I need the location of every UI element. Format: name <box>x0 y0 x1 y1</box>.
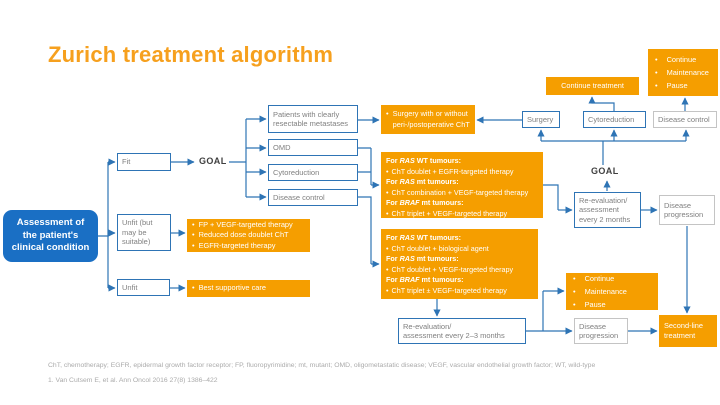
surgery-cht-box: •Surgery with or without peri-/postopera… <box>381 105 475 134</box>
second-line-treatment-box: Second-line treatment <box>659 315 717 347</box>
slide-title: Zurich treatment algorithm <box>48 42 334 67</box>
disease-control-box: Disease control <box>653 111 717 128</box>
cytoreduction-box: Cytoreduction <box>583 111 646 128</box>
fp-therapy-box: •FP + VEGF-targeted therapy•Reduced dose… <box>187 219 310 252</box>
omd-box: OMD <box>268 139 358 156</box>
fit-box: Fit <box>117 153 171 171</box>
continue-treatment-box: Continue treatment <box>546 77 639 95</box>
disease-control-goal-box: Disease control <box>268 189 358 206</box>
ras-therapy-box-2: For RAS WT tumours:•ChT doublet + biolog… <box>381 229 538 299</box>
disease-progression-top-box: Disease progression <box>659 195 715 225</box>
disease-progression-bottom-box: Disease progression <box>574 318 628 344</box>
continue-maintenance-pause-top-box: •Continue•Maintenance•Pause <box>648 49 718 96</box>
footnote-abbreviations: ChT, chemotherapy; EGFR, epidermal growt… <box>48 362 596 369</box>
surgery-box: Surgery <box>522 111 560 128</box>
reevaluation-2-3-months-box: Re-evaluation/ assessment every 2–3 mont… <box>398 318 526 344</box>
continue-maintenance-pause-mid-box: •Continue•Maintenance•Pause <box>566 273 658 310</box>
goal-label-2: GOAL <box>591 166 619 176</box>
cytoreduction-goal-box: Cytoreduction <box>268 164 358 181</box>
assessment-box: Assessment of the patient's clinical con… <box>3 210 98 262</box>
goal-label-1: GOAL <box>199 156 227 166</box>
best-supportive-care-box: •Best supportive care <box>187 280 310 297</box>
unfit-conditional-box: Unfit (but may be suitable) <box>117 214 171 251</box>
footnote-reference: 1. Van Cutsem E, et al. Ann Oncol 2016 2… <box>48 377 218 384</box>
ras-therapy-box-1: For RAS WT tumours:•ChT doublet + EGFR-t… <box>381 152 543 218</box>
reevaluation-2-months-box: Re-evaluation/ assessment every 2 months <box>574 192 641 228</box>
patients-resectable-box: Patients with clearly resectable metasta… <box>268 105 358 133</box>
unfit-box: Unfit <box>117 279 170 296</box>
